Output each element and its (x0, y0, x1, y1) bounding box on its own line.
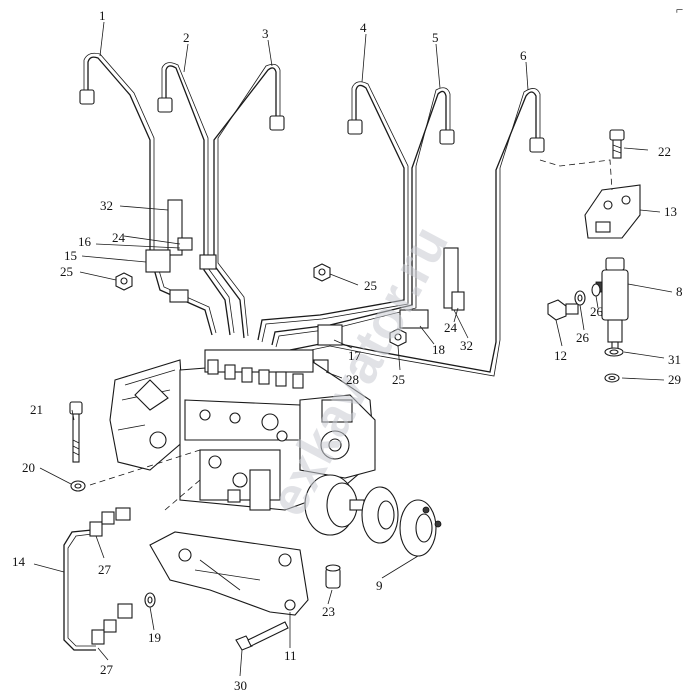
callout-23: 23 (322, 604, 335, 619)
injector-8 (595, 257, 629, 353)
pipe-nut (157, 97, 173, 113)
return-pipe-14 (63, 507, 133, 651)
delivery-valves (207, 359, 304, 389)
callout-29: 29 (668, 372, 681, 387)
nut-25-right (389, 328, 407, 347)
pipe-nut (347, 119, 363, 135)
callout-8: 8 (676, 284, 683, 299)
callout-25-left: 25 (60, 264, 73, 279)
callout-18: 18 (432, 342, 445, 357)
nut-25-left (115, 272, 133, 291)
callout-32-right: 32 (460, 338, 473, 353)
bolt-21 (69, 401, 83, 463)
assembly-line (539, 159, 613, 191)
fitting-top-c (115, 507, 131, 521)
callout-30: 30 (234, 678, 247, 693)
coupling-flange-9 (361, 486, 442, 557)
pipe-3 (213, 63, 285, 339)
clamp-15 (145, 249, 171, 273)
callout-17: 17 (348, 348, 362, 363)
injection-pump (109, 349, 376, 536)
washer-29 (604, 373, 620, 383)
callout-26-right: 26 (590, 304, 604, 319)
callout-25-mid: 25 (364, 278, 377, 293)
callout-11: 11 (284, 648, 297, 663)
callout-1: 1 (99, 8, 106, 23)
pipe-nut (439, 129, 455, 145)
callout-6: 6 (520, 48, 527, 63)
pump-bracket-11 (149, 531, 309, 616)
pipe-nut (269, 115, 285, 131)
callouts: 1 2 3 4 5 6 8 9 11 12 13 14 15 16 17 18 … (12, 8, 683, 693)
callout-15: 15 (64, 248, 77, 263)
pipe-1 (79, 52, 217, 336)
callout-4: 4 (360, 20, 367, 35)
pipe-nut (529, 137, 545, 153)
callout-12: 12 (554, 348, 567, 363)
callout-27-bottom: 27 (100, 662, 114, 677)
clamp-18 (399, 309, 429, 329)
pipe-5 (271, 87, 455, 348)
callout-25-right: 25 (392, 372, 405, 387)
callout-22: 22 (658, 144, 671, 159)
bolt-24 (451, 291, 465, 311)
washer-26-a (574, 290, 586, 306)
corner-mark: ⌐ (676, 2, 683, 17)
callout-9: 9 (376, 578, 383, 593)
pipe-nut (79, 89, 95, 105)
callout-20: 20 (22, 460, 35, 475)
fitting-27-top (89, 521, 103, 537)
pipe-4 (257, 81, 409, 343)
washer-19 (144, 592, 156, 608)
bolt-30 (235, 621, 289, 651)
nut-25-mid (313, 263, 331, 282)
fitting-27-bottom (91, 629, 105, 645)
drain-plug (227, 489, 241, 503)
callout-26-left: 26 (576, 330, 590, 345)
fitting-bottom-c (117, 603, 133, 619)
stud-23 (325, 564, 341, 589)
callout-19: 19 (148, 630, 161, 645)
banjo-bolt-12 (547, 299, 579, 321)
leader-lines (33, 21, 673, 677)
callout-3: 3 (262, 26, 269, 41)
callout-32-left: 32 (100, 198, 113, 213)
washer-31 (604, 347, 624, 357)
fitting-top-b (101, 511, 115, 525)
callout-16: 16 (78, 234, 92, 249)
clamp-16 (177, 237, 193, 251)
assembly-line (164, 479, 201, 511)
callout-5: 5 (432, 30, 439, 45)
bolt-22 (609, 129, 625, 159)
clamp-13 (584, 184, 641, 239)
callout-24-right: 24 (444, 320, 458, 335)
callout-21: 21 (30, 402, 43, 417)
washer-26-b (591, 283, 601, 297)
washer-20 (70, 480, 86, 492)
callout-24-left: 24 (112, 230, 126, 245)
clamp-low (169, 289, 189, 303)
fitting-bottom-b (103, 619, 117, 633)
callout-28: 28 (346, 372, 359, 387)
callout-2: 2 (183, 30, 190, 45)
callout-27-top: 27 (98, 562, 112, 577)
clamp-17 (317, 324, 343, 346)
clamp-mid (199, 254, 217, 270)
callout-31: 31 (668, 352, 681, 367)
callout-13: 13 (664, 204, 677, 219)
pipe-2 (157, 62, 235, 336)
pipe-clamp-left (145, 199, 217, 303)
callout-14: 14 (12, 554, 26, 569)
